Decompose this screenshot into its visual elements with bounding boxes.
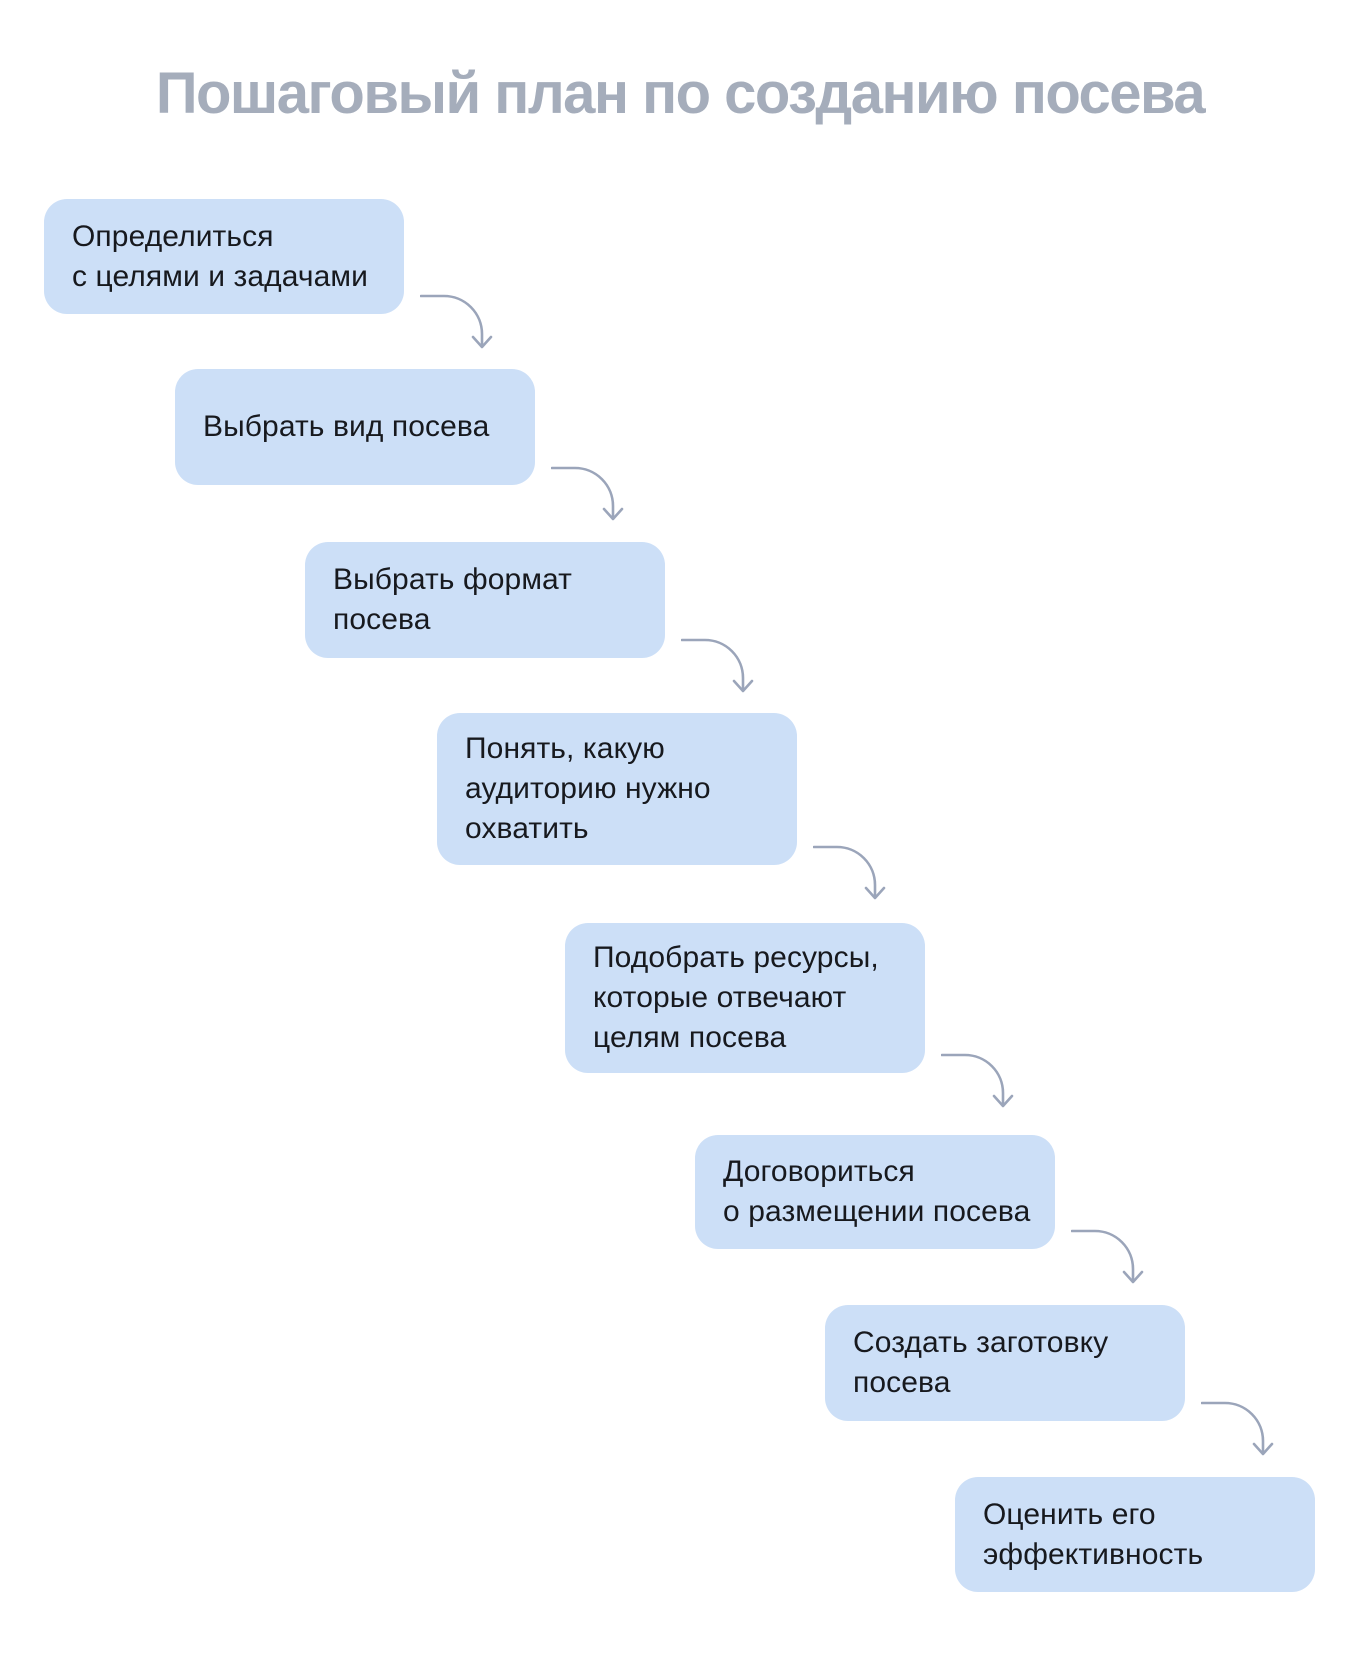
step-label-7: Создать заготовку посева — [853, 1326, 1109, 1399]
step-label-1: Определиться с целями и задачами — [72, 219, 368, 293]
curved-arrow-down-icon — [1071, 1228, 1147, 1290]
curved-arrow-down-icon — [551, 465, 627, 527]
curved-arrow-down-icon — [420, 293, 496, 355]
step-label-2: Выбрать вид посева — [203, 410, 490, 443]
step-label-3: Выбрать формат посева — [333, 563, 573, 636]
step-box-5: Подобрать ресурсы, которые отвечают целя… — [565, 923, 925, 1073]
curved-arrow-down-icon — [813, 844, 889, 906]
step-label-8: Оценить его эффективность — [983, 1497, 1204, 1571]
step-box-6: Договориться о размещении посева — [695, 1135, 1055, 1249]
step-box-7: Создать заготовку посева — [825, 1305, 1185, 1421]
step-label-6: Договориться о размещении посева — [723, 1155, 1031, 1228]
curved-arrow-down-icon — [681, 637, 757, 699]
step-label-4: Понять, какую аудиторию нужно охватить — [465, 732, 711, 845]
curved-arrow-down-icon — [941, 1052, 1017, 1114]
step-label-5: Подобрать ресурсы, которые отвечают целя… — [593, 941, 879, 1054]
step-box-8: Оценить его эффективность — [955, 1477, 1315, 1592]
curved-arrow-down-icon — [1201, 1400, 1277, 1462]
step-box-2: Выбрать вид посева — [175, 369, 535, 485]
page-title: Пошаговый план по созданию посева — [155, 61, 1206, 126]
step-box-3: Выбрать формат посева — [305, 542, 665, 658]
step-box-1: Определиться с целями и задачами — [44, 199, 404, 314]
step-box-4: Понять, какую аудиторию нужно охватить — [437, 713, 797, 865]
